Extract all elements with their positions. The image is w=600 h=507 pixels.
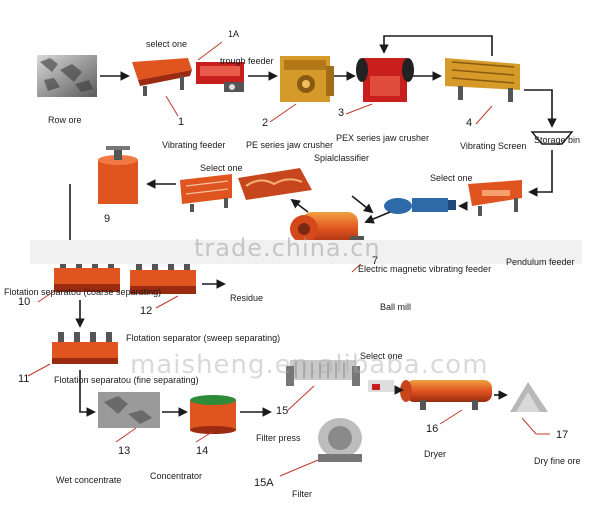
label-select-one-3: Select one	[430, 173, 473, 183]
label-num-9: 9	[104, 213, 111, 225]
label-flotation-coarse: Flotation separatou (coarse separating)	[4, 287, 162, 297]
label-vibrating-feeder: Vibrating feeder	[162, 140, 226, 150]
leader-15	[287, 385, 315, 411]
high-frequency-screen-machine	[180, 174, 232, 212]
concentrator-machine	[190, 395, 236, 434]
label-emv-feeder: Electric magnetic vibrating feeder	[358, 264, 492, 274]
flotation-coarse-machine-2	[130, 260, 196, 294]
arrow-sweep-to-wet	[79, 370, 96, 417]
label-1a: 1A	[228, 29, 240, 39]
agitation-tank-9-machine	[98, 146, 138, 204]
arrow-emv-to-mill	[364, 211, 391, 224]
leader-14	[195, 431, 213, 443]
label-num-3: 3	[338, 107, 345, 119]
label-flotation-fine: Flotation separatou (fine separating)	[54, 375, 199, 385]
wet-concentrate-image	[98, 392, 160, 428]
label-select-one-1: select one	[146, 39, 188, 49]
label-num-1: 1	[178, 116, 185, 128]
flow-arrows	[65, 35, 557, 417]
watermark-maisheng: maisheng.en.alibaba.com	[130, 350, 489, 380]
arrow-bin-to-pendulum	[528, 150, 553, 197]
label-num-11: 11	[18, 373, 30, 385]
leader-4	[475, 105, 493, 125]
filter-press-machine	[286, 360, 360, 386]
vibrating-screen-machine	[445, 58, 520, 102]
arrow-classifier-to-mill	[351, 195, 374, 214]
label-filter: Filter	[292, 489, 312, 499]
label-pe-jaw: PE series jaw crusher	[246, 140, 334, 150]
leader-3	[345, 103, 373, 115]
label-num-15a: 15A	[254, 477, 274, 489]
leader-15a	[279, 459, 319, 477]
label-num-14: 14	[196, 445, 209, 457]
leader-13	[115, 427, 137, 443]
storage-bin-shape	[530, 131, 574, 145]
label-flotation-sweep: Flotation separator (sweep separating)	[126, 333, 281, 343]
arrow-screen-to-bin	[524, 89, 557, 128]
label-trough-feeder: trough feeder	[220, 56, 274, 66]
leader-11	[27, 363, 51, 377]
filter-machine	[318, 418, 362, 462]
label-storage-bin: Storage bin	[534, 135, 581, 145]
blurred-caption-strip	[30, 240, 582, 264]
leader-10	[37, 289, 57, 303]
spiral-classifier-machine	[238, 168, 312, 200]
label-pendulum-feeder: Pendulum feeder	[506, 257, 575, 267]
label-filter-press: Filter press	[256, 433, 301, 443]
vibrating-feeder-machine	[132, 58, 192, 96]
watermark-trade-china: trade.china.cn	[194, 234, 381, 262]
row-ore-image	[37, 55, 97, 97]
dryer-machine	[400, 380, 492, 410]
label-num-2: 2	[262, 117, 269, 129]
label-pex-jaw: PEX series jaw crusher	[336, 133, 430, 143]
label-dry-fine-ore: Dry fine ore	[534, 456, 581, 466]
label-spiral-classifier: Spialclassifier	[314, 153, 370, 163]
flotation-sweep-machine	[52, 332, 118, 364]
label-wet-concentrate: Wet concentrate	[56, 475, 122, 485]
label-concentrator: Concentrator	[150, 471, 203, 481]
trough-feeder-machine	[196, 62, 244, 92]
electric-magnetic-vibrating-feeder-machine	[384, 198, 456, 214]
leader-1	[165, 95, 179, 117]
label-num-7: 7	[372, 255, 379, 267]
leader-17	[521, 417, 550, 435]
label-row-ore: Row ore	[48, 115, 82, 125]
dry-fine-ore-image	[510, 382, 548, 412]
label-num-17: 17	[556, 429, 569, 441]
label-residue: Residue	[230, 293, 264, 303]
leader-12	[155, 295, 179, 309]
small-pump-machine	[368, 380, 394, 392]
label-num-15: 15	[276, 405, 289, 417]
label-ball-mill: Ball mill	[380, 302, 412, 312]
leader-2	[269, 103, 297, 123]
pex-jaw-crusher-machine	[356, 58, 414, 102]
label-num-16: 16	[426, 423, 439, 435]
pe-jaw-crusher-machine	[280, 56, 334, 102]
label-select-one-4: Select one	[360, 351, 403, 361]
arrow-screen-return	[379, 35, 493, 56]
arrow-mill-to-classifier	[290, 198, 309, 213]
label-num-4: 4	[466, 117, 473, 129]
label-select-one-2: Select one	[200, 163, 243, 173]
label-dryer: Dryer	[424, 449, 446, 459]
label-vibrating-screen: Vibrating Screen	[460, 141, 527, 151]
leader-16	[439, 409, 463, 425]
leader-1a	[197, 41, 223, 61]
label-num-12: 12	[140, 305, 153, 317]
pendulum-feeder-machine	[468, 180, 522, 216]
label-num-13: 13	[118, 445, 131, 457]
label-num-10: 10	[18, 296, 31, 308]
